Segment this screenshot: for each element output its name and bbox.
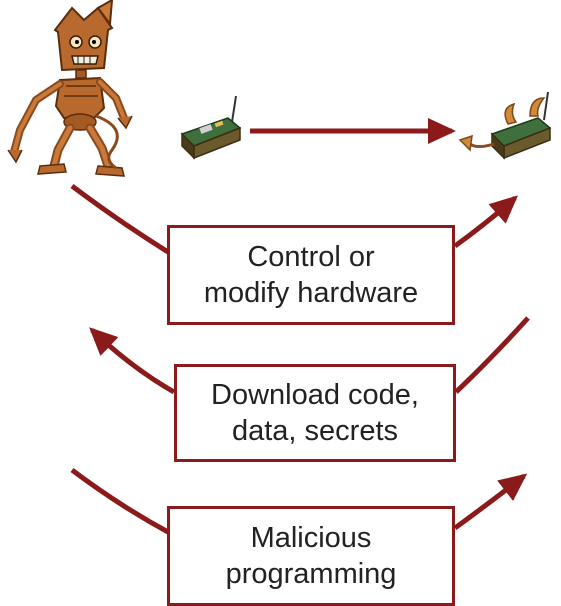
- arrow-download-in: [454, 316, 530, 394]
- robot-attacker-icon: [7, 0, 133, 177]
- arrow-control-out: [453, 195, 518, 249]
- control-hardware-line1: Control or: [247, 241, 375, 273]
- download-secrets-line1: Download code,: [211, 379, 419, 411]
- arrow-control-in: [70, 183, 170, 255]
- download-secrets-line2: data, secrets: [231, 415, 399, 447]
- malicious-programming-line1: Malicious: [250, 522, 372, 554]
- arrow-malicious-in: [70, 467, 170, 535]
- download-secrets-box: Download code, data, secrets: [174, 364, 456, 462]
- control-hardware-box: Control or modify hardware: [167, 225, 455, 325]
- arrow-malicious-out: [453, 473, 528, 531]
- arrow-download-out: [89, 327, 176, 395]
- malicious-programming-line2: programming: [225, 558, 397, 590]
- compromised-sensor-node-icon: [458, 91, 552, 160]
- control-hardware-line2: modify hardware: [203, 277, 419, 309]
- malicious-programming-box: Malicious programming: [167, 506, 455, 606]
- sensor-node-icon: [180, 95, 242, 160]
